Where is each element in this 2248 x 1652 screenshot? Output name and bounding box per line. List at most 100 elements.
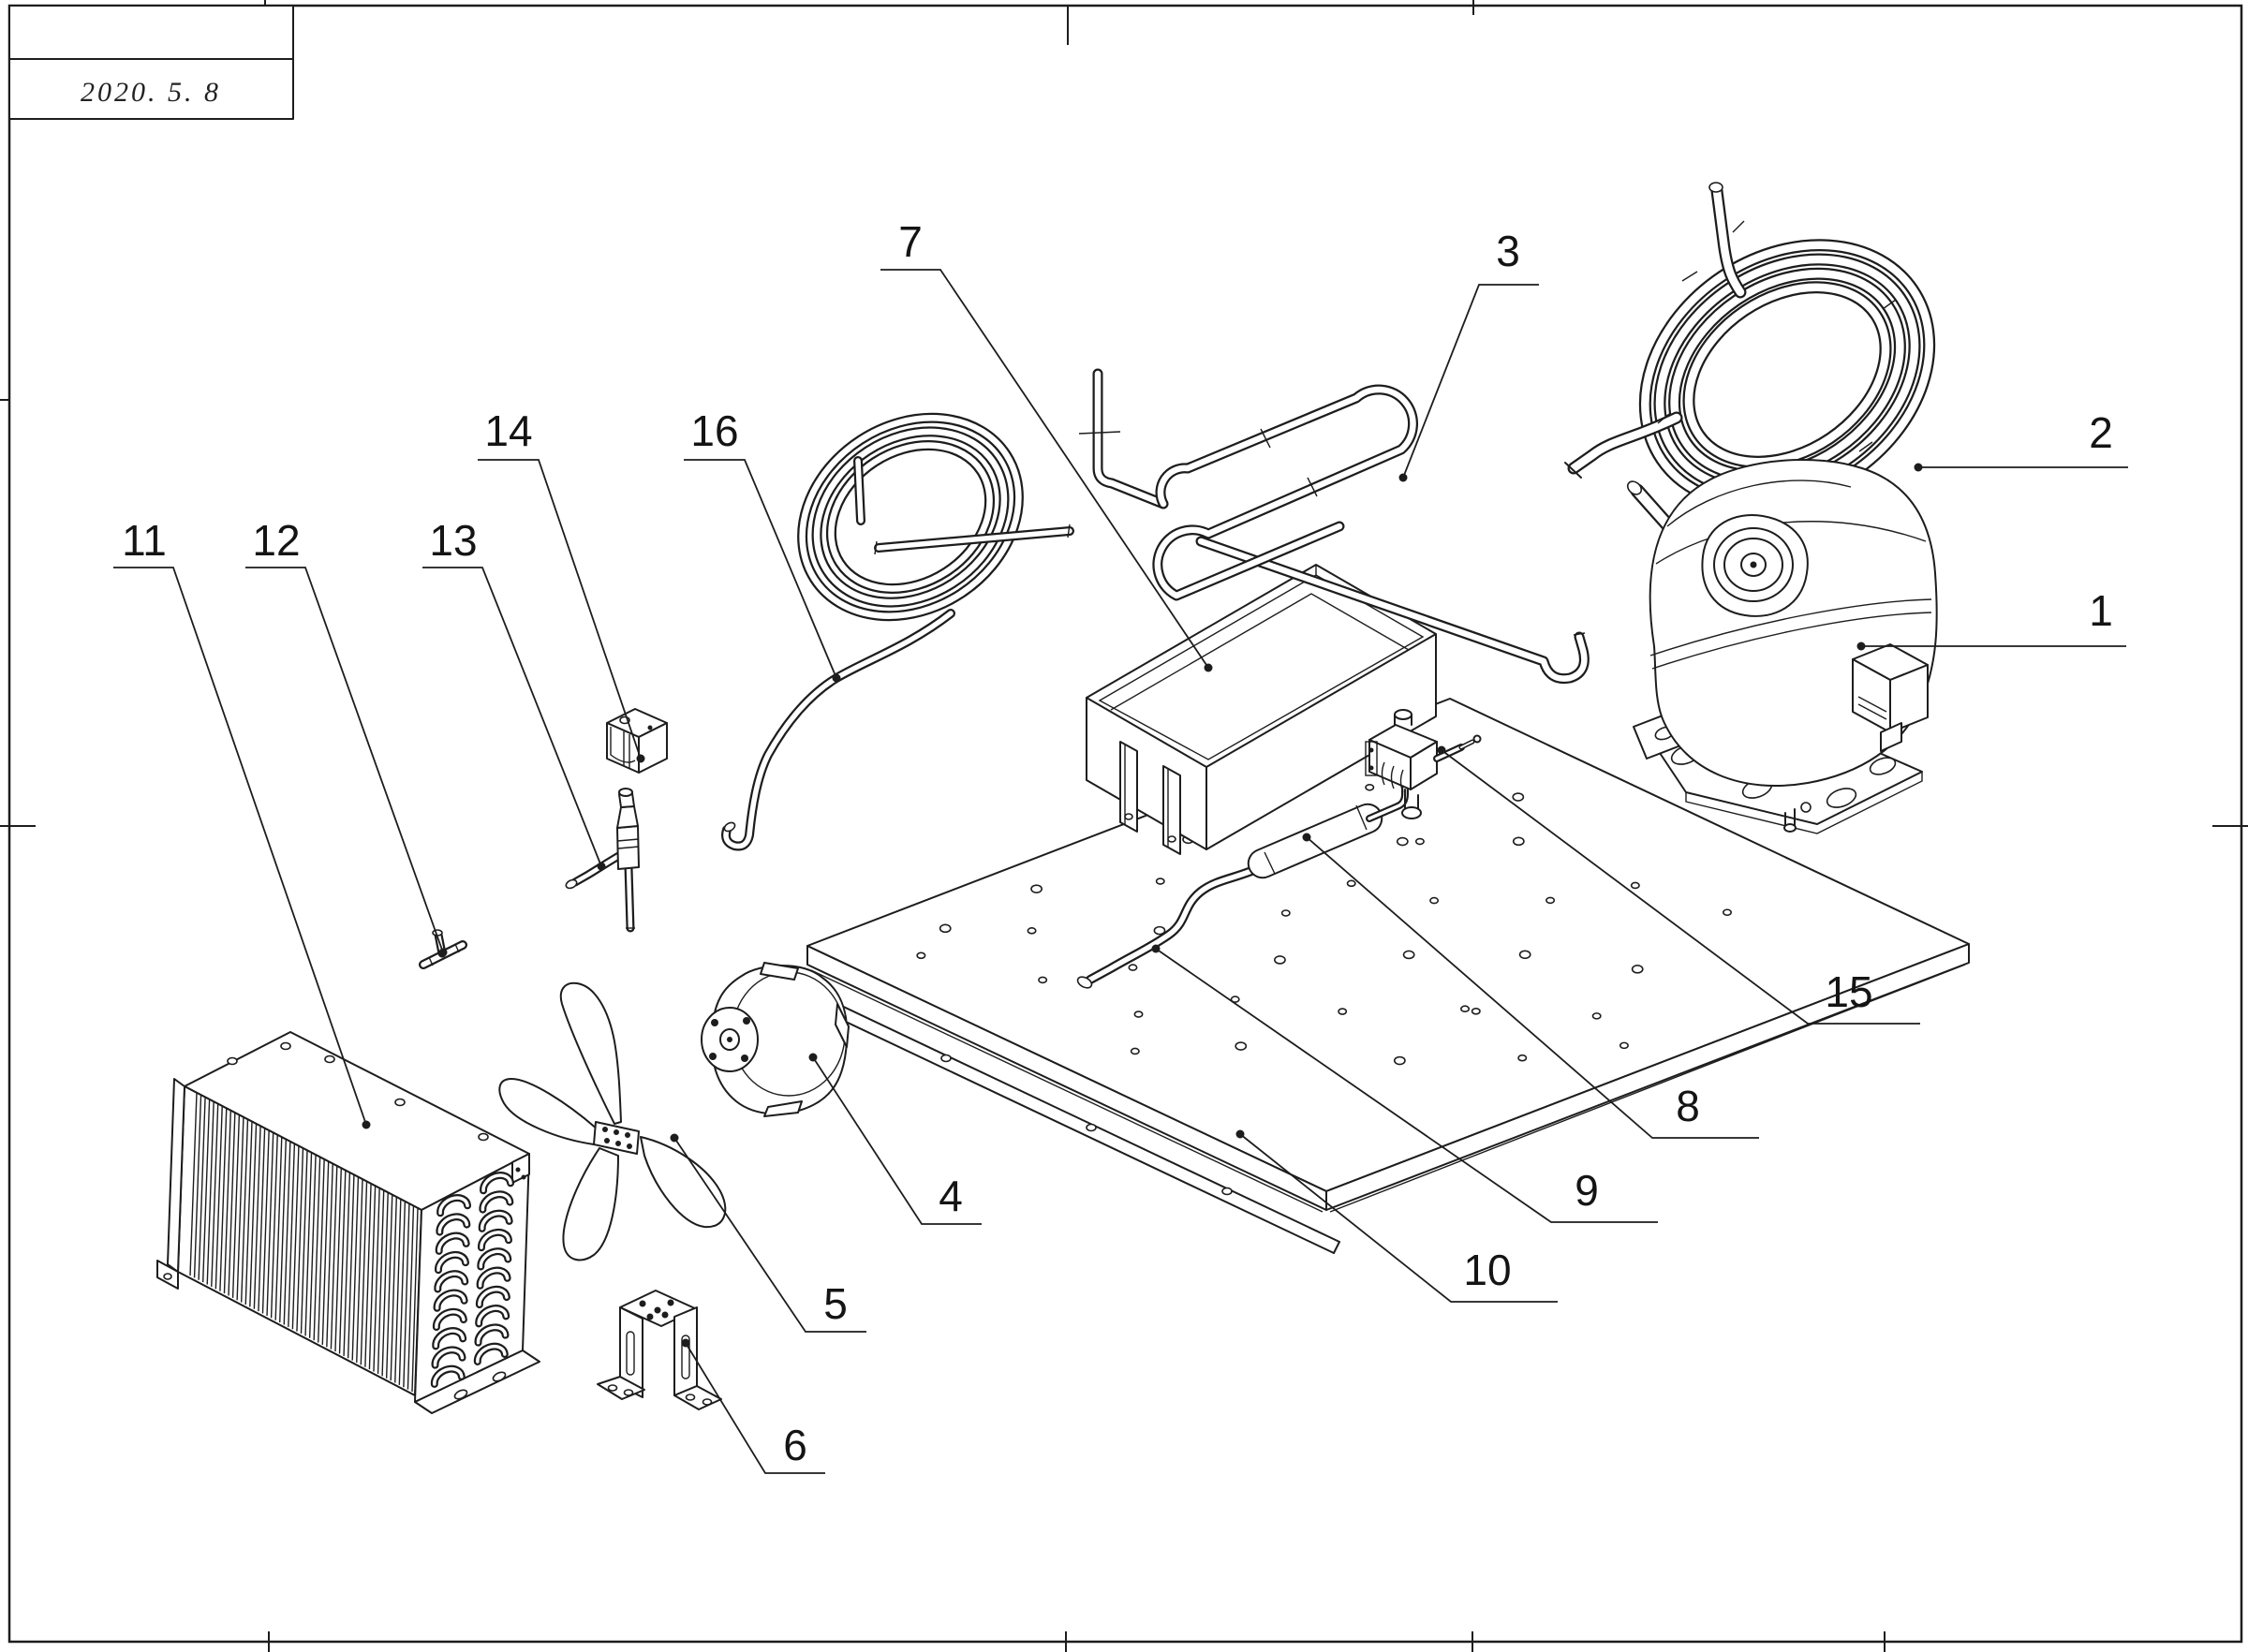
condenser-fin bbox=[347, 1174, 355, 1359]
tube-u-bend bbox=[435, 1310, 466, 1329]
title-block: 2020. 5. 8 bbox=[8, 5, 294, 120]
callout-number: 8 bbox=[1676, 1082, 1700, 1130]
plate-hole bbox=[1393, 1055, 1406, 1066]
plate-hole bbox=[1274, 955, 1286, 965]
callout-leader-line bbox=[684, 459, 837, 679]
plate-hole bbox=[1429, 896, 1440, 905]
condenser-fin bbox=[249, 1124, 258, 1307]
plate-hole bbox=[1280, 909, 1291, 917]
plate-hole bbox=[1512, 792, 1525, 802]
tube-u-bend bbox=[478, 1268, 510, 1288]
callout-12: 12 bbox=[245, 516, 448, 957]
part-15-solenoid-valve bbox=[1365, 709, 1482, 819]
plate-hole bbox=[1518, 950, 1531, 960]
tube-u-bend bbox=[479, 1249, 510, 1269]
condenser-fin bbox=[228, 1113, 236, 1296]
tube-u-bend bbox=[435, 1291, 466, 1310]
tube-u-bend bbox=[436, 1272, 467, 1291]
part-6-mounting-bracket bbox=[597, 1290, 722, 1410]
callout-anchor-dot bbox=[1856, 642, 1866, 651]
callout-14: 14 bbox=[478, 406, 645, 763]
tube-u-bend bbox=[476, 1325, 508, 1345]
plate-hole bbox=[1346, 879, 1356, 888]
callout-number: 1 bbox=[2089, 586, 2113, 635]
callout-anchor-dot bbox=[1204, 663, 1213, 672]
part-11-condenser bbox=[156, 1031, 540, 1414]
callout-number: 4 bbox=[939, 1172, 963, 1220]
callout-15: 15 bbox=[1437, 745, 1920, 1025]
condenser-fin bbox=[283, 1142, 291, 1325]
callout-10: 10 bbox=[1235, 1129, 1558, 1303]
condenser-fin bbox=[211, 1103, 219, 1287]
drawing-date: 2020. 5. 8 bbox=[81, 77, 221, 108]
tube-u-bend bbox=[480, 1231, 510, 1249]
callout-1: 1 bbox=[1856, 586, 2126, 651]
plate-hole bbox=[1153, 925, 1166, 936]
callout-2: 2 bbox=[1914, 408, 2128, 472]
plate-hole bbox=[916, 951, 926, 960]
callout-leader-line bbox=[1441, 749, 1920, 1025]
condenser-fin bbox=[321, 1161, 330, 1345]
callout-leader-line bbox=[1239, 1133, 1558, 1303]
callout-leader-line bbox=[1306, 836, 1759, 1139]
condenser-fin bbox=[193, 1095, 202, 1278]
plate-hole bbox=[939, 923, 952, 934]
condenser-fin bbox=[326, 1163, 333, 1348]
callout-anchor-dot bbox=[597, 862, 606, 871]
callout-number: 9 bbox=[1575, 1166, 1599, 1215]
condenser-fin bbox=[390, 1197, 398, 1381]
part-13-valve bbox=[565, 788, 640, 933]
plate-hole bbox=[1130, 1047, 1140, 1055]
callout-number: 3 bbox=[1496, 227, 1520, 275]
condenser-fin bbox=[304, 1152, 313, 1336]
callout-number: 2 bbox=[2089, 408, 2113, 457]
callout-anchor-dot bbox=[438, 948, 448, 957]
callout-number: 7 bbox=[898, 217, 923, 266]
condenser-fin bbox=[258, 1128, 266, 1312]
callout-leader-line bbox=[812, 1056, 982, 1225]
part-7-drain-pan bbox=[1086, 564, 1437, 855]
callout-anchor-dot bbox=[808, 1053, 818, 1062]
condenser-fin bbox=[296, 1148, 304, 1332]
condenser-fin bbox=[253, 1126, 261, 1309]
condenser-fin bbox=[261, 1130, 270, 1314]
plate-hole bbox=[1630, 881, 1640, 890]
part-16-capillary-coil bbox=[721, 412, 1074, 851]
callout-number: 5 bbox=[823, 1279, 848, 1328]
condenser-fin bbox=[368, 1186, 377, 1370]
plate-hole bbox=[1338, 1008, 1348, 1015]
condenser-tube-bends bbox=[430, 1172, 515, 1388]
condenser-fin bbox=[398, 1201, 407, 1385]
condenser-fin bbox=[291, 1145, 300, 1330]
condenser-fin bbox=[407, 1205, 415, 1390]
condenser-fin bbox=[403, 1203, 410, 1388]
plate-hole bbox=[1512, 836, 1525, 847]
callout-6: 6 bbox=[681, 1338, 825, 1474]
callout-leader-line bbox=[685, 1342, 825, 1474]
condenser-fin bbox=[343, 1173, 351, 1356]
callout-anchor-dot bbox=[1398, 473, 1408, 482]
plate-hole bbox=[1414, 837, 1425, 846]
callout-leader-line bbox=[113, 567, 367, 1126]
callout-number: 11 bbox=[122, 516, 167, 565]
condenser-fin bbox=[240, 1119, 249, 1303]
tube-u-bend bbox=[476, 1344, 507, 1364]
callout-leader-line bbox=[1402, 284, 1539, 479]
condenser-fin bbox=[334, 1168, 343, 1352]
callout-anchor-dot bbox=[1151, 944, 1161, 953]
condenser-fin bbox=[313, 1157, 321, 1341]
callout-number: 6 bbox=[783, 1421, 807, 1469]
plate-hole bbox=[1517, 1054, 1528, 1062]
tube-u-bend bbox=[480, 1211, 511, 1231]
part-9-bent-tube bbox=[1076, 861, 1269, 989]
callout-8: 8 bbox=[1302, 833, 1759, 1139]
callout-7: 7 bbox=[880, 217, 1213, 672]
condenser-fin bbox=[338, 1170, 347, 1354]
condenser-fin bbox=[219, 1108, 228, 1291]
callout-leader-line bbox=[245, 567, 444, 953]
part-3-serpentine-tube bbox=[1078, 368, 1590, 685]
callout-anchor-dot bbox=[362, 1120, 371, 1129]
tube-u-bend bbox=[481, 1173, 512, 1193]
